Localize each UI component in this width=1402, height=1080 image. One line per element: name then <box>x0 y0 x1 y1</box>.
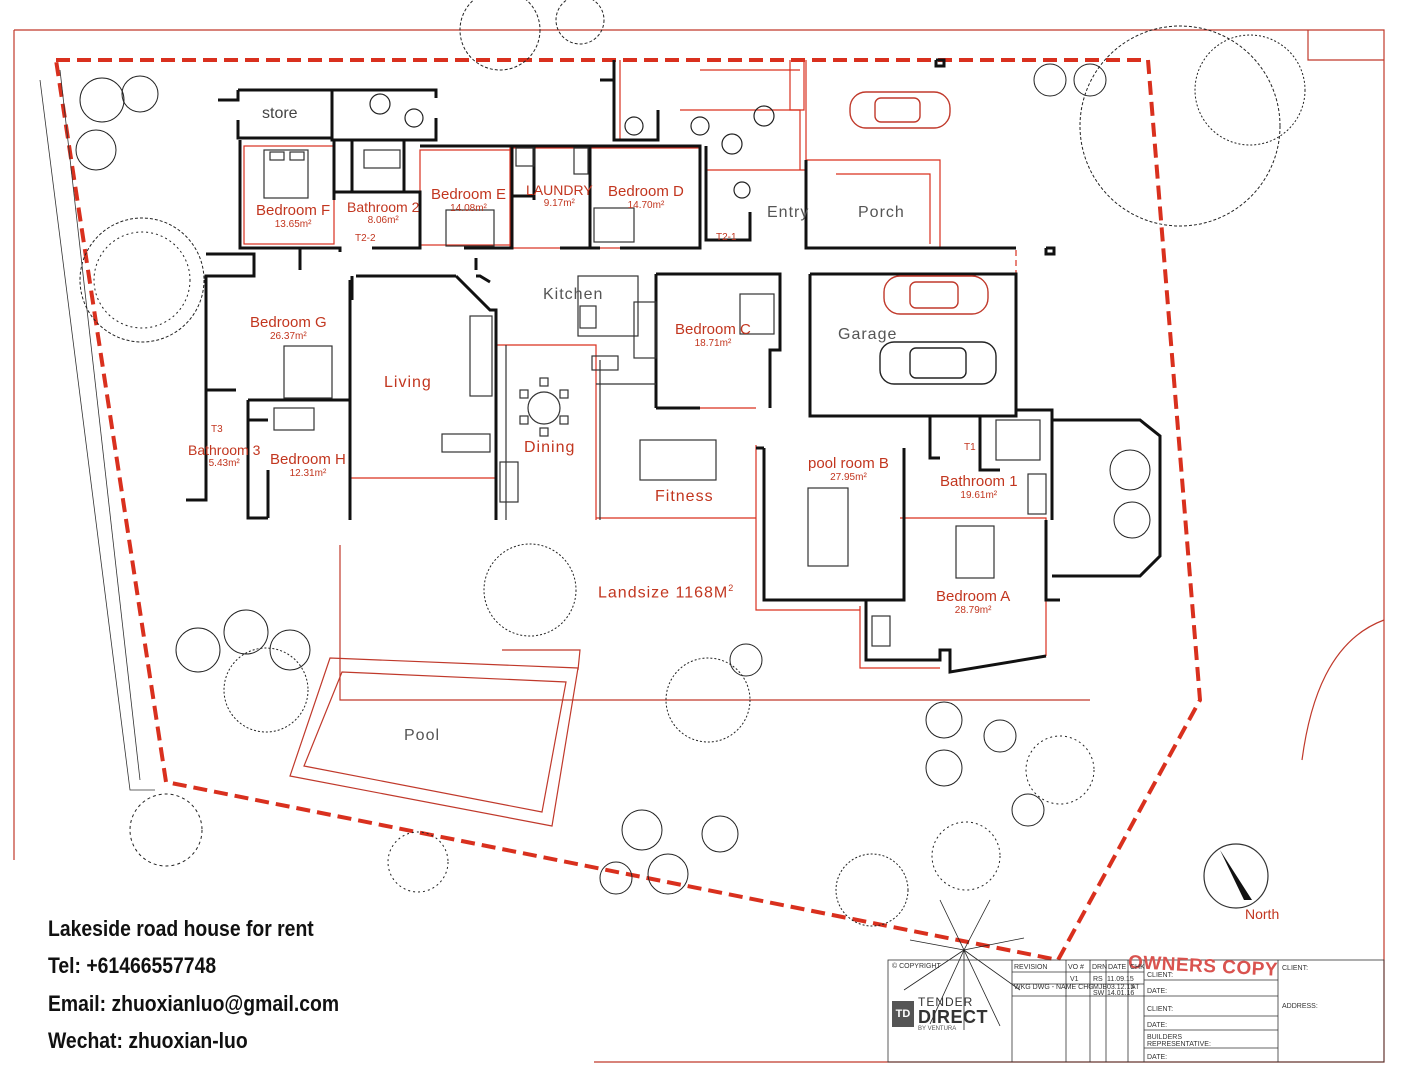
col-vo: VO # <box>1068 964 1084 971</box>
land-size: Landsize 1168M2 <box>598 583 735 602</box>
tender-direct-logo: TD TENDER DIRECT BY VENTURA <box>892 996 988 1032</box>
row2-revision: WKG DWG - NAME CHG <box>1014 984 1094 991</box>
td-logo-icon: TD <box>892 1001 914 1027</box>
col-drn: DRN <box>1092 964 1108 971</box>
col-revision: REVISION <box>1014 964 1048 971</box>
north-label: North <box>1245 906 1280 922</box>
interior-fixtures <box>263 147 1047 647</box>
row1-date: 11.09.15 <box>1107 976 1134 983</box>
field-client-2: CLIENT: <box>1147 1006 1174 1013</box>
title-block-grid <box>887 959 1385 1063</box>
room-store: store <box>262 105 298 122</box>
row3-drn: SW <box>1093 990 1105 997</box>
space-kitchen: Kitchen <box>543 286 604 303</box>
toilet-t3: T3 <box>211 424 223 435</box>
sunburst <box>903 899 1025 1030</box>
row2-chk: AT <box>1131 984 1140 991</box>
contact-wechat: Wechat: zhuoxian-luo <box>48 1028 248 1053</box>
field-client-1: CLIENT: <box>1147 972 1174 979</box>
hedge-left <box>39 69 155 791</box>
space-dining: Dining <box>524 439 576 456</box>
logo-line-1: TENDER <box>918 995 974 1009</box>
row1-drn: RS <box>1093 976 1103 983</box>
toilet-t2-2: T2-2 <box>355 233 376 244</box>
row2-drn: MJB <box>1093 984 1107 991</box>
planters <box>369 93 775 199</box>
space-pool: Pool <box>404 727 441 744</box>
dining-table <box>519 377 569 437</box>
pool-outline <box>289 649 581 827</box>
space-garage: Garage <box>838 326 898 343</box>
trees <box>75 0 1306 927</box>
property-boundary <box>54 58 1203 963</box>
logo-line-3: BY VENTURA <box>918 1026 957 1032</box>
walls <box>186 58 1162 674</box>
contact-tel: Tel: +61466557748 <box>48 953 217 978</box>
row3-date: 14.01.16 <box>1107 990 1135 997</box>
field-date-2: DATE: <box>1147 1022 1168 1029</box>
col-chk: CHK <box>1130 964 1145 971</box>
logo-line-2: DIRECT <box>918 1007 988 1027</box>
field-date-3: DATE: <box>1147 1054 1168 1061</box>
field-address: ADDRESS: <box>1282 1003 1318 1010</box>
space-entry: Entry <box>767 204 810 221</box>
row2-date: 03.12.15 <box>1107 984 1135 991</box>
space-fitness: Fitness <box>655 488 714 505</box>
toilet-t2-1: T2-1 <box>716 232 737 243</box>
listing-title: Lakeside road house for rent <box>48 916 314 941</box>
field-client-right: CLIENT: <box>1282 965 1309 972</box>
space-porch: Porch <box>858 204 905 221</box>
contact-email: Email: zhuoxianluo@gmail.com <box>48 991 340 1016</box>
field-date-1: DATE: <box>1147 988 1168 995</box>
north-arrow <box>1203 843 1269 909</box>
row1-vo: V1 <box>1070 976 1079 983</box>
cars <box>849 91 997 385</box>
toilet-t1: T1 <box>964 442 976 453</box>
field-builders-rep: BUILDERS REPRESENTATIVE: <box>1147 1034 1211 1048</box>
space-living: Living <box>384 374 432 391</box>
col-date: DATE <box>1108 964 1127 971</box>
copyright-note: © COPYRIGHT <box>892 963 941 970</box>
